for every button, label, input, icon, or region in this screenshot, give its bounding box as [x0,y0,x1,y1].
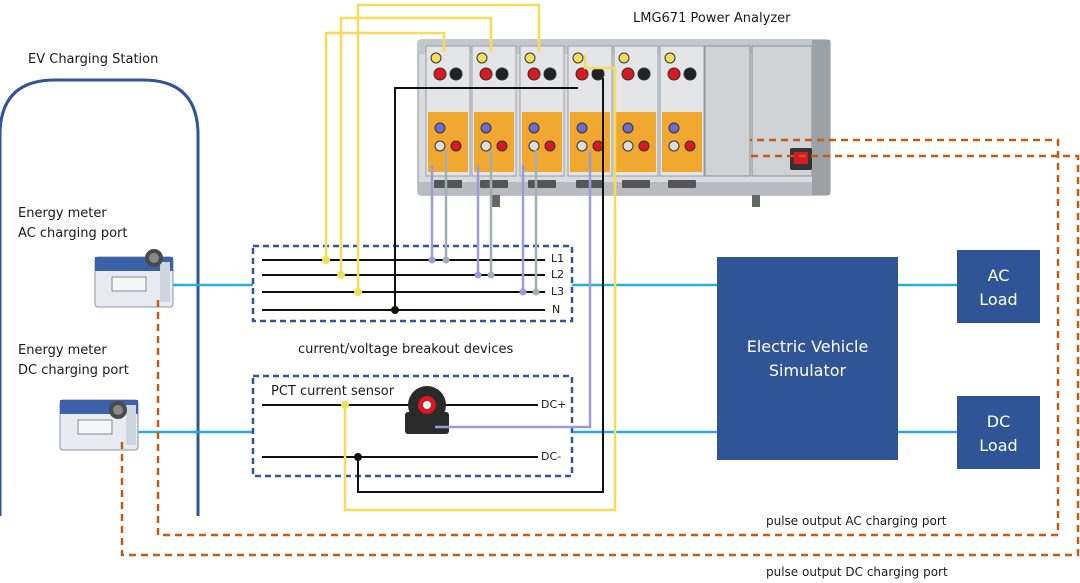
dc-load-label-line1: DC [986,412,1011,431]
power-analyzer-device [417,39,831,207]
charging-station-outline [0,78,200,516]
pct-current-sensor [405,386,449,434]
analyzer-channel-slot [659,45,705,188]
ac-load-label-line1: AC [987,266,1010,285]
dc-load-label: DC Load [957,410,1040,458]
simulator-label-line2: Simulator [768,361,847,380]
pulse-ac-label: pulse output AC charging port [766,514,947,528]
ac-load-label-line2: Load [979,290,1018,309]
sense-wires [430,150,592,429]
pct-sensor-label: PCT current sensor [271,384,395,399]
energy-meter-ac-device [94,249,174,308]
pulse-dc-label: pulse output DC charging port [766,565,948,579]
simulator-label: Electric Vehicle Simulator [717,335,898,383]
ac-load-label: AC Load [957,264,1040,312]
dc-load-box [957,396,1040,469]
analyzer-channel-slot [425,45,471,188]
station-title: EV Charging Station [28,52,159,67]
breakout-caption: current/voltage breakout devices [298,342,514,357]
analyzer-channel-slot [471,45,517,188]
breakout-device-box [251,244,574,323]
dc-neg-label: DC- [541,450,562,463]
dc-lines [262,404,538,458]
phase-label-l3: L3 [551,285,565,298]
ac-load-box [957,250,1040,323]
dc-pos-label: DC+ [541,398,567,411]
meter-dc-label-line1: Energy meter [18,343,107,358]
pulse-lines [120,138,1080,557]
analyzer-channel-slot [519,45,565,188]
analyzer-channel-slot [613,45,659,188]
sense-wire-nodes [428,256,540,296]
phase-label-l1: L1 [551,252,565,265]
black-wires [357,78,604,493]
ev-simulator-box [717,257,898,460]
phase-label-n: N [552,303,561,316]
analyzer-title: LMG671 Power Analyzer [633,11,791,26]
meter-ac-label-line2: AC charging port [18,226,128,241]
phase-lines [262,259,545,311]
phase-label-l2: L2 [551,268,565,281]
dc-load-label-line2: Load [979,436,1018,455]
meter-dc-label-line2: DC charging port [18,363,129,378]
meter-ac-label-line1: Energy meter [18,206,107,221]
simulator-label-line1: Electric Vehicle [746,337,869,356]
energy-meter-dc-device [59,399,139,451]
yellow-wires [324,3,617,512]
